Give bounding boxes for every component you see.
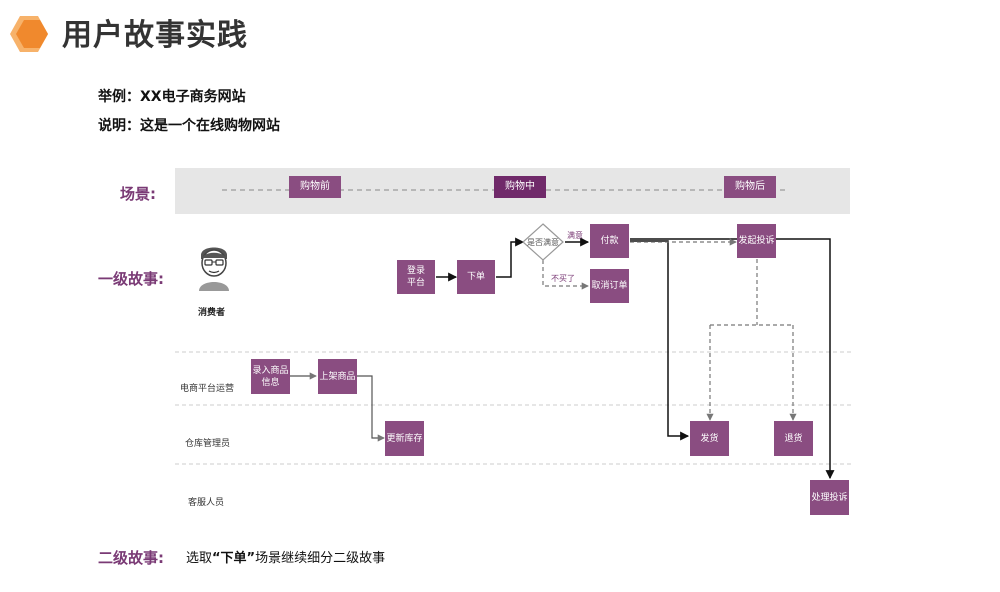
- footer-text: 选取“下单”场景继续细分二级故事: [186, 547, 385, 566]
- phase-before-shopping: 购物前: [289, 176, 341, 198]
- description-text: 说明：这是一个在线购物网站: [98, 118, 280, 134]
- lane-warehouse: 仓库管理员: [185, 439, 231, 449]
- decision-label: 是否满意: [527, 238, 559, 247]
- example-text: 举例：XX电子商务网站: [98, 89, 246, 105]
- box-login: 登录 平台: [397, 260, 435, 294]
- box-update-stock: 更新库存: [385, 421, 424, 456]
- box-ship: 发货: [690, 421, 729, 456]
- lane-customer-service: 客服人员: [188, 498, 225, 508]
- row-label-level2: 二级故事:: [98, 549, 164, 567]
- box-pay: 付款: [590, 224, 629, 258]
- hexagon-logo-icon: [10, 16, 48, 52]
- consumer-avatar-icon: [199, 247, 229, 291]
- box-shelf-product: 上架商品: [318, 359, 357, 394]
- box-handle-complaint: 处理投诉: [810, 480, 849, 515]
- footer-prefix: 选取: [186, 551, 213, 566]
- phase-after-shopping: 购物后: [724, 176, 776, 198]
- actor-label: 消费者: [198, 308, 226, 318]
- box-return: 退货: [774, 421, 813, 456]
- box-complaint: 发起投诉: [737, 224, 776, 258]
- box-entry-product: 录入商品 信息: [251, 359, 290, 394]
- box-order: 下单: [457, 260, 495, 294]
- footer-suffix: 场景继续细分二级故事: [255, 551, 386, 566]
- row-label-level1: 一级故事:: [98, 270, 164, 288]
- phase-during-shopping: 购物中: [494, 176, 546, 198]
- box-cancel-order: 取消订单: [590, 269, 629, 303]
- edge-label-no: 不买了: [551, 274, 575, 283]
- footer-highlight: “下单”: [212, 551, 256, 566]
- row-label-scene: 场景:: [120, 185, 156, 203]
- page-title: 用户故事实践: [62, 18, 248, 53]
- lane-ecommerce-ops: 电商平台运营: [180, 384, 235, 394]
- edge-label-yes: 满意: [567, 231, 583, 240]
